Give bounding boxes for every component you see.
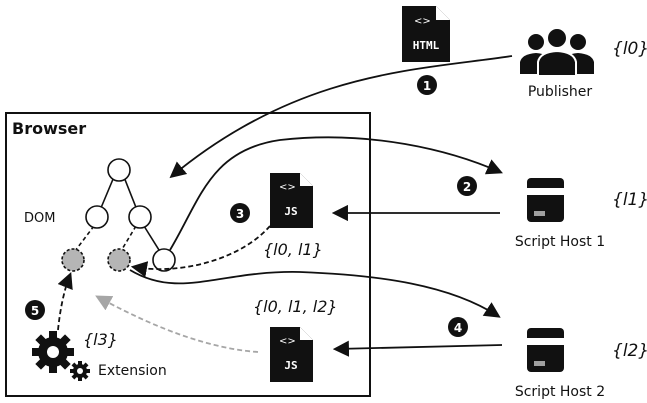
dom-tree bbox=[61, 158, 176, 272]
publisher-label-set: {l0} bbox=[612, 39, 647, 59]
arrows bbox=[57, 55, 513, 357]
browser-frame bbox=[5, 112, 371, 397]
svg-text:<>: <> bbox=[279, 182, 296, 193]
html-file-icon: <> HTML bbox=[402, 6, 450, 62]
svg-text:1: 1 bbox=[423, 79, 431, 93]
step-badge-5: 5 bbox=[25, 300, 45, 320]
script-host-1-label-set: {l1} bbox=[612, 190, 647, 210]
extension-label: Extension bbox=[98, 363, 167, 379]
small-gear-icon bbox=[70, 361, 90, 381]
svg-text:2: 2 bbox=[463, 180, 471, 194]
dom-node-root bbox=[107, 158, 131, 182]
js-file-text-1: JS bbox=[284, 205, 297, 218]
step-badge-4: 4 bbox=[448, 317, 468, 337]
script-label-set-2: {l0, l1, l2} bbox=[253, 297, 338, 316]
dom-node-right bbox=[128, 205, 152, 229]
arrow-host2-to-js2 bbox=[332, 340, 503, 357]
svg-text:5: 5 bbox=[31, 304, 39, 318]
script-host-2-icon bbox=[527, 328, 564, 372]
browser-title: Browser bbox=[12, 119, 86, 138]
gear-icon bbox=[32, 331, 74, 373]
arrow-js1-to-dom bbox=[130, 225, 271, 278]
dom-node-left bbox=[85, 205, 109, 229]
svg-text:<>: <> bbox=[414, 16, 431, 27]
script-host-2-label: Script Host 2 bbox=[515, 384, 605, 400]
arrow-js2-to-dom-gray bbox=[95, 295, 259, 353]
js-file-icon-2: <> JS bbox=[270, 327, 313, 382]
svg-text:<>: <> bbox=[279, 336, 296, 347]
extension-label-set: {l3} bbox=[83, 330, 118, 349]
html-file-text: HTML bbox=[413, 39, 440, 52]
step-badge-2: 2 bbox=[457, 176, 477, 196]
arrow-dom-to-host1 bbox=[169, 136, 503, 251]
arrow-extension-to-dom bbox=[57, 271, 73, 331]
publisher-icon bbox=[520, 27, 594, 77]
js-file-icon-1: <> JS bbox=[270, 173, 313, 228]
arrow-dom-to-host2 bbox=[129, 269, 501, 318]
step-badge-1: 1 bbox=[417, 75, 437, 95]
svg-text:4: 4 bbox=[454, 321, 462, 335]
script-label-set-1: {l0, l1} bbox=[263, 240, 323, 259]
script-host-1-icon bbox=[527, 178, 564, 222]
js-file-text-2: JS bbox=[284, 359, 297, 372]
dom-label: DOM bbox=[24, 211, 55, 226]
step-badge-3: 3 bbox=[230, 203, 250, 223]
dom-node-injected-2 bbox=[107, 248, 131, 272]
script-host-1-label: Script Host 1 bbox=[515, 234, 605, 250]
script-host-2-label-set: {l2} bbox=[612, 341, 647, 361]
dom-node-leaf bbox=[152, 248, 176, 272]
dom-node-injected-1 bbox=[61, 248, 85, 272]
publisher-label: Publisher bbox=[528, 84, 593, 100]
arrow-publisher-to-dom bbox=[169, 55, 513, 179]
dom-tree-dashed-edges bbox=[74, 225, 137, 252]
svg-text:3: 3 bbox=[236, 207, 244, 221]
